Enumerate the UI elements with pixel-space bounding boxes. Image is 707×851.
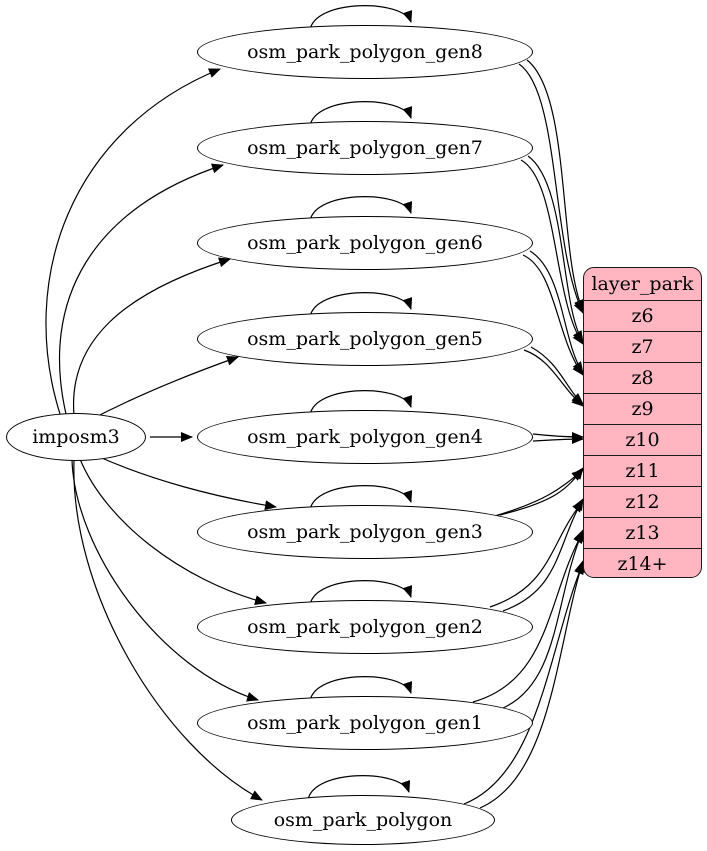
node-osm-park-polygon-gen8: osm_park_polygon_gen8: [197, 25, 533, 79]
layer-row-z8: z8: [584, 362, 701, 393]
layer-row-label: z10: [625, 429, 660, 451]
self-loop-gen1: [309, 676, 413, 702]
layer-row-label: z9: [631, 398, 654, 420]
edge-imposm3-gen1: [71, 459, 259, 702]
edge-gen1-z13-a: [472, 531, 584, 703]
edge-gen5-z9-a: [523, 349, 584, 407]
layer-row-z6: z6: [584, 300, 701, 331]
layer-row-label: z7: [631, 336, 654, 358]
node-label: osm_park_polygon_gen8: [247, 40, 483, 63]
node-imposm3-label: imposm3: [32, 425, 120, 448]
node-layer-park: layer_park z6 z7 z8 z9 z10 z11 z12 z13 z…: [583, 267, 702, 578]
edge-gen3-z11-a: [494, 469, 584, 517]
self-loop-gen7: [309, 101, 413, 127]
node-osm-park-polygon-gen3: osm_park_polygon_gen3: [197, 505, 533, 559]
edge-imposm3-gen6: [72, 257, 231, 416]
layer-row-label: z11: [625, 460, 660, 482]
layer-row-z10: z10: [584, 424, 701, 455]
node-label: osm_park_polygon_gen2: [247, 615, 483, 638]
layer-park-header: layer_park: [584, 268, 701, 300]
edges-source-to-tables: [45, 68, 277, 801]
edge-imposm3-gen3: [94, 454, 277, 511]
edge-imposm3-gen2: [79, 458, 267, 605]
layer-row-label: z8: [631, 367, 654, 389]
edge-polygon-z14-a: [463, 562, 584, 805]
edge-imposm3-gen7: [58, 163, 224, 415]
edge-gen4-z10-a: [532, 431, 584, 442]
layer-row-z14plus: z14+: [584, 548, 701, 577]
layer-row-z7: z7: [584, 331, 701, 362]
layer-row-label: z14+: [617, 553, 668, 575]
edge-gen6-z8-b: [529, 250, 584, 374]
node-label: osm_park_polygon_gen1: [247, 711, 483, 734]
edge-gen8-z6-b: [526, 59, 584, 312]
node-osm-park-polygon-gen5: osm_park_polygon_gen5: [197, 312, 533, 366]
layer-row-z12: z12: [584, 486, 701, 517]
edge-gen8-z6-a: [518, 63, 584, 314]
node-label: osm_park_polygon_gen3: [247, 520, 483, 543]
edge-imposm3-gen8: [45, 68, 221, 415]
layer-row-label: z6: [631, 305, 654, 327]
self-loop-polygon: [307, 775, 411, 801]
layer-row-label: z12: [625, 491, 660, 513]
node-label: osm_park_polygon_gen7: [247, 136, 483, 159]
self-loop-gen6: [309, 196, 413, 222]
layer-park-title: layer_park: [591, 273, 694, 295]
node-osm-park-polygon: osm_park_polygon: [231, 795, 495, 845]
node-imposm3: imposm3: [6, 413, 146, 461]
node-label: osm_park_polygon_gen4: [247, 425, 483, 448]
edge-polygon-z14-b: [479, 560, 585, 809]
edge-gen7-z7-a: [520, 159, 584, 345]
edge-gen2-z12-a: [489, 500, 584, 608]
mapping-edges: [463, 59, 585, 809]
node-label: osm_park_polygon_gen6: [247, 231, 483, 254]
self-loop-gen8: [309, 5, 413, 31]
layer-row-z11: z11: [584, 455, 701, 486]
edge-gen1-z13-b: [502, 529, 584, 709]
edge-gen4-z10-b: [532, 434, 584, 445]
layer-row-label: z13: [625, 522, 660, 544]
node-osm-park-polygon-gen2: osm_park_polygon_gen2: [197, 600, 533, 654]
edge-imposm3-polygon: [73, 460, 263, 801]
node-osm-park-polygon-gen6: osm_park_polygon_gen6: [197, 216, 533, 270]
edge-gen3-z11-b: [499, 467, 584, 516]
edge-gen2-z12-b: [502, 498, 584, 612]
node-label: osm_park_polygon: [273, 808, 453, 831]
self-loop-gen2: [309, 580, 413, 606]
self-loop-gen5: [309, 292, 413, 318]
edge-gen7-z7-b: [527, 155, 584, 343]
edge-gen6-z8-a: [522, 254, 584, 376]
self-loop-gen3: [309, 485, 413, 511]
edge-imposm3-gen5: [89, 355, 239, 421]
node-osm-park-polygon-gen1: osm_park_polygon_gen1: [197, 696, 533, 750]
node-osm-park-polygon-gen7: osm_park_polygon_gen7: [197, 121, 533, 175]
node-label: osm_park_polygon_gen5: [247, 327, 483, 350]
self-loop-gen4: [309, 390, 413, 416]
node-osm-park-polygon-gen4: osm_park_polygon_gen4: [197, 410, 533, 464]
layer-row-z13: z13: [584, 517, 701, 548]
self-loop-edges: [307, 5, 413, 801]
layer-row-z9: z9: [584, 393, 701, 424]
edge-gen5-z9-b: [530, 346, 584, 405]
